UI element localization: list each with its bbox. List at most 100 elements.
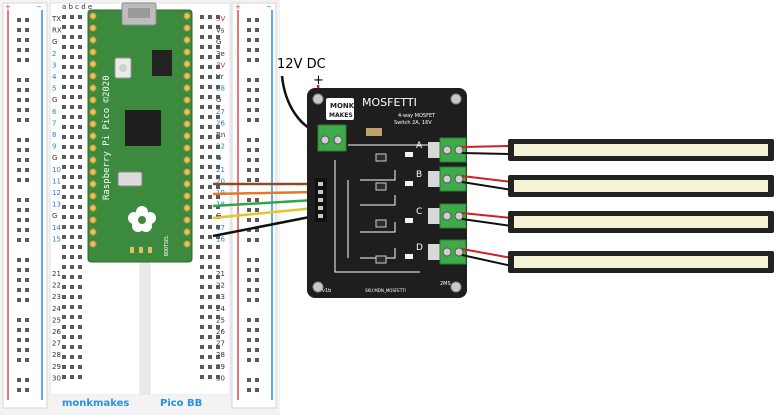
rail-hole: [255, 178, 259, 182]
rail-hole: [25, 18, 29, 22]
breadboard-hole: [216, 275, 220, 279]
breadboard-hole: [208, 355, 212, 359]
board-version: v1b: [322, 288, 331, 294]
pico-pin: [89, 228, 97, 236]
breadboard-hole: [70, 75, 74, 79]
breadboard-hole: [216, 265, 220, 269]
rail-hole: [247, 278, 251, 282]
rail-hole: [17, 388, 21, 392]
breadboard-hole: [62, 235, 66, 239]
right-pin-label: 17: [216, 224, 225, 232]
rail-hole: [247, 358, 251, 362]
rail-hole: [17, 348, 21, 352]
breadboard-hole: [216, 145, 220, 149]
breadboard-hole: [216, 365, 220, 369]
rail-hole: [255, 208, 259, 212]
pico-pin: [183, 192, 191, 200]
breadboard-hole: [208, 225, 212, 229]
pico-pin: [89, 132, 97, 140]
breadboard-hole: [216, 35, 220, 39]
breadboard-hole: [208, 55, 212, 59]
led-indicator: [428, 171, 442, 187]
breadboard-hole: [62, 215, 66, 219]
rail-hole: [247, 108, 251, 112]
rail-hole: [17, 158, 21, 162]
right-rail-minus: −: [266, 3, 272, 11]
breadboard-hole: [70, 275, 74, 279]
breadboard-hole: [78, 295, 82, 299]
rail-hole: [247, 208, 251, 212]
resistor: [405, 181, 413, 186]
right-pin-label: 5V: [216, 15, 225, 23]
breadboard-hole: [200, 95, 204, 99]
rail-hole: [17, 168, 21, 172]
pico-pin: [89, 36, 97, 44]
row-number: 21: [52, 270, 61, 278]
row-number: 28: [52, 351, 61, 359]
breadboard-hole: [216, 15, 220, 19]
breadboard-hole: [200, 155, 204, 159]
row-number: 25: [216, 316, 225, 324]
resistor: [405, 254, 413, 259]
rail-hole: [247, 378, 251, 382]
row-number: 29: [216, 363, 225, 371]
rail-hole: [247, 98, 251, 102]
pico-pin: [183, 156, 191, 164]
rail-hole: [247, 28, 251, 32]
right-pin-label: G: [216, 96, 221, 104]
rail-hole: [255, 338, 259, 342]
signal-header-pins: [315, 178, 327, 222]
breadboard-hole: [78, 225, 82, 229]
mounting-hole-icon: [450, 93, 462, 105]
mosfet-icon: [375, 182, 387, 191]
led-strip: [514, 144, 768, 156]
rail-hole: [17, 38, 21, 42]
row-number: 25: [52, 316, 61, 324]
breadboard-hole: [216, 95, 220, 99]
rail-hole: [17, 98, 21, 102]
right-pin-label: 28: [216, 85, 225, 93]
breadboard-hole: [216, 65, 220, 69]
breadboard-hole: [216, 155, 220, 159]
breadboard-hole: [70, 315, 74, 319]
rail-hole: [247, 238, 251, 242]
rail-hole: [25, 28, 29, 32]
rail-hole: [17, 238, 21, 242]
rail-hole: [255, 378, 259, 382]
breadboard-hole: [62, 75, 66, 79]
screw-icon: [442, 174, 452, 184]
logo-text-bottom: MAKES: [329, 112, 353, 119]
crystal-oscillator: [117, 171, 143, 187]
power-terminal-block: [317, 124, 347, 152]
breadboard-hole: [216, 195, 220, 199]
breadboard-hole: [62, 135, 66, 139]
row-number: 29: [52, 363, 61, 371]
rail-hole: [255, 158, 259, 162]
breadboard-model: Pico BB: [160, 398, 202, 409]
breadboard-hole: [62, 65, 66, 69]
left-pin-label: 13: [52, 201, 61, 209]
breadboard-hole: [200, 265, 204, 269]
strip-wire-red: [461, 248, 513, 259]
breadboard-hole: [200, 25, 204, 29]
rail-hole: [17, 358, 21, 362]
breadboard-hole: [216, 255, 220, 259]
right-pin-label: 21: [216, 166, 225, 174]
breadboard-hole: [70, 365, 74, 369]
rail-hole: [247, 298, 251, 302]
monkmakes-logo: [326, 98, 354, 120]
breadboard-hole: [70, 65, 74, 69]
screw-icon: [454, 145, 464, 155]
breadboard-hole: [200, 315, 204, 319]
bootsel-label: BOOTSEL: [164, 235, 170, 256]
rail-hole: [247, 138, 251, 142]
breadboard-hole: [62, 195, 66, 199]
breadboard-hole: [200, 255, 204, 259]
rail-hole: [25, 58, 29, 62]
pico-pin: [183, 216, 191, 224]
breadboard-hole: [62, 275, 66, 279]
rail-hole: [25, 298, 29, 302]
breadboard-hole: [216, 125, 220, 129]
breadboard-hole: [78, 95, 82, 99]
breadboard-hole: [78, 15, 82, 19]
